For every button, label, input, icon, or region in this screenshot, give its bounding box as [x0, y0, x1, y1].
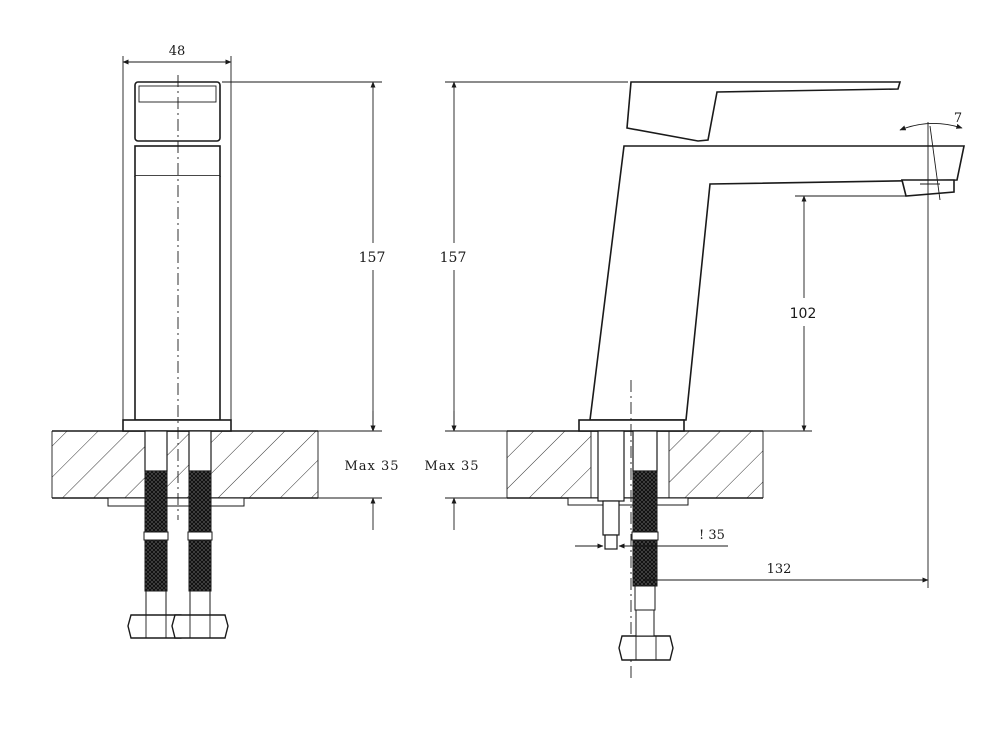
spout-height-dimension: 102 [763, 195, 908, 432]
side-height-label: 157 [440, 250, 467, 266]
side-hoses [597, 430, 674, 661]
hole-diameter-label: ! 35 [699, 528, 725, 543]
spout-angle-dimension: 7 [899, 111, 963, 201]
spout-reach-dimension: 132 [645, 200, 929, 588]
hole-diameter-dimension: ! 35 [575, 528, 728, 549]
spout-reach-label: 132 [767, 562, 792, 577]
front-width-label: 48 [169, 44, 186, 59]
side-height-dimension: 157 [440, 81, 628, 432]
front-view: 48 157 Max 35 [51, 44, 399, 639]
side-thickness-label: Max 35 [424, 459, 479, 474]
side-thickness-dimension: Max 35 [424, 411, 507, 530]
front-faucet-body [122, 75, 232, 520]
side-faucet-body [578, 81, 965, 680]
front-countertop [51, 430, 319, 507]
front-hoses [127, 430, 229, 639]
front-thickness-dimension: Max 35 [318, 411, 399, 530]
front-height-label: 157 [359, 250, 386, 266]
spout-height-label: 102 [790, 306, 817, 322]
front-height-dimension: 157 [222, 81, 386, 432]
spout-angle-label: 7 [954, 111, 962, 126]
front-width-dimension: 48 [122, 44, 232, 420]
side-view: 157 Max 35 102 7 ! 35 [424, 81, 965, 680]
front-thickness-label: Max 35 [344, 459, 399, 474]
